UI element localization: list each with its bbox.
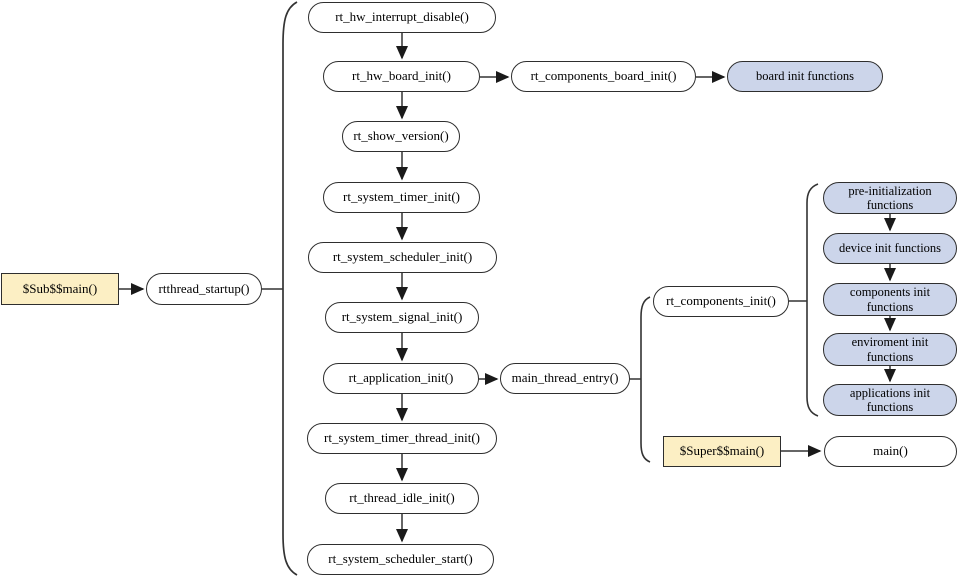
node-components-init-functions: components init functions (823, 283, 957, 316)
brace-components-group (806, 183, 819, 417)
node-rt-system-timer-thread-init: rt_system_timer_thread_init() (307, 423, 497, 454)
node-pre-initialization-functions: pre-initialization functions (823, 182, 957, 214)
node-super-main: $Super$$main() (663, 436, 781, 467)
node-sub-main: $Sub$$main() (1, 273, 119, 305)
node-main-thread-entry: main_thread_entry() (500, 363, 630, 394)
node-rt-components-board-init: rt_components_board_init() (511, 61, 696, 92)
brace-startup-group (282, 1, 298, 576)
node-rt-show-version: rt_show_version() (342, 121, 460, 152)
node-rt-system-timer-init: rt_system_timer_init() (323, 182, 480, 213)
node-device-init-functions: device init functions (823, 233, 957, 264)
node-rt-system-signal-init: rt_system_signal_init() (325, 302, 479, 333)
node-enviroment-init-functions: enviroment init functions (823, 333, 957, 366)
node-main: main() (824, 436, 957, 467)
node-rt-system-scheduler-init: rt_system_scheduler_init() (308, 242, 497, 273)
node-rt-system-scheduler-start: rt_system_scheduler_start() (307, 544, 494, 575)
node-board-init-functions: board init functions (727, 61, 883, 92)
node-rt-hw-interrupt-disable: rt_hw_interrupt_disable() (308, 2, 496, 33)
node-applications-init-functions: applications init functions (823, 384, 957, 416)
node-rtthread-startup: rtthread_startup() (146, 273, 262, 305)
brace-mainthread-group (640, 296, 651, 463)
node-rt-application-init: rt_application_init() (323, 363, 479, 394)
node-rt-components-init: rt_components_init() (653, 286, 789, 317)
node-rt-hw-board-init: rt_hw_board_init() (323, 61, 480, 92)
node-rt-thread-idle-init: rt_thread_idle_init() (325, 483, 479, 514)
